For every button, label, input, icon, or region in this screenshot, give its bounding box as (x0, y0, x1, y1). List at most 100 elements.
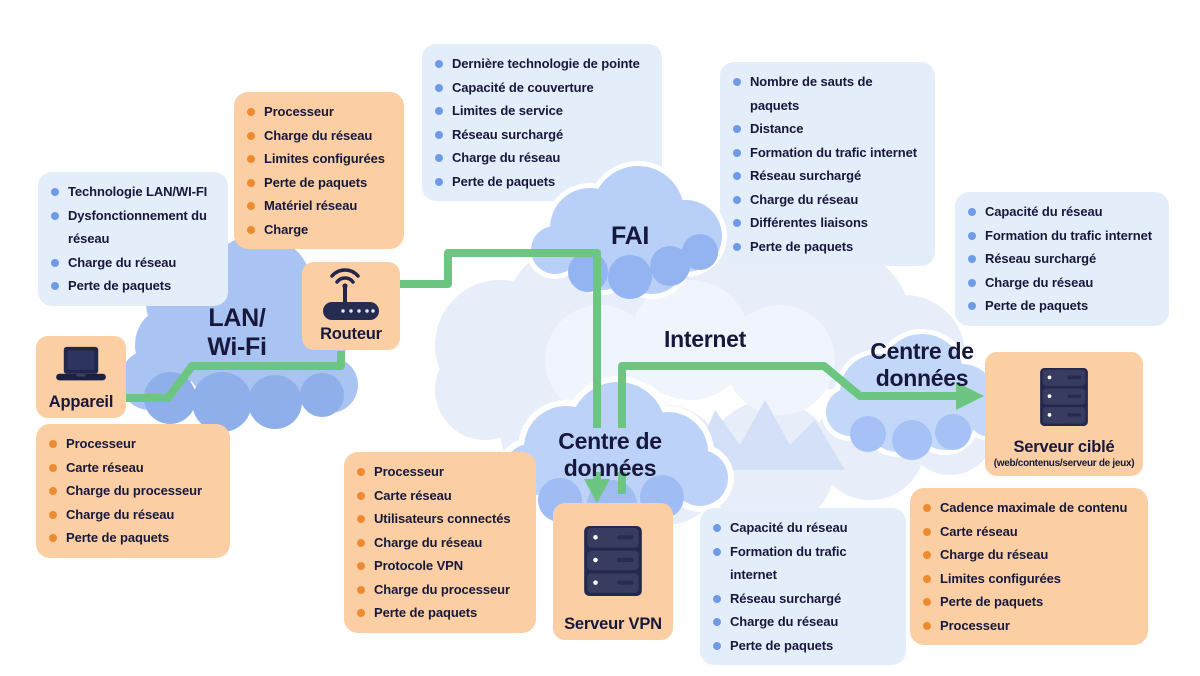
bullet-icon (733, 242, 741, 251)
lan-cloud-shape (120, 235, 358, 432)
factor-item: Capacité de couverture (435, 76, 649, 100)
bullet-icon (247, 202, 255, 210)
router-to-isp-line (400, 249, 601, 428)
factor-item-label: Carte réseau (66, 459, 144, 475)
fai-cloud-label: FAI (611, 222, 649, 250)
target-server-icon (1040, 368, 1088, 427)
bullet-icon (435, 83, 443, 92)
factor-item-label: Charge du réseau (68, 254, 177, 270)
factor-item-label: Charge du réseau (452, 150, 561, 165)
datacenter-mid-label: Centre de données (517, 428, 703, 481)
factor-item-label: Perte de paquets (66, 530, 170, 545)
factor-item: Perte de paquets (968, 294, 1156, 318)
factor-item: Charge du réseau (968, 271, 1156, 295)
bullet-icon (247, 225, 255, 234)
factor-item: Distance (733, 117, 922, 141)
factor-item-label: Capacité du réseau (730, 520, 848, 535)
bullet-icon (357, 468, 365, 476)
node-router: Routeur (302, 262, 400, 350)
node-device-label: Appareil (48, 392, 114, 411)
bullet-icon (49, 487, 57, 495)
bullet-icon (713, 524, 721, 532)
factor-item-label: Limites de service (452, 103, 563, 118)
node-device: Appareil (36, 336, 126, 418)
factor-item-label: Processeur (940, 617, 1010, 633)
factor-item: Charge du réseau (49, 503, 217, 527)
bullet-icon (357, 585, 365, 594)
factor-item: Réseau surchargé (713, 587, 893, 611)
factor-item-label: Charge du réseau (985, 274, 1094, 290)
factor-item: Perte de paquets (247, 171, 391, 195)
factor-item: Formation du trafic internet (733, 141, 922, 165)
factor-item-label: Perte de paquets (374, 605, 478, 620)
bullet-icon (51, 282, 59, 290)
bullet-icon (49, 534, 57, 542)
node-target-server: Serveur ciblé (web/contenus/serveur de j… (985, 352, 1143, 476)
factor-item: Processeur (49, 432, 217, 456)
factor-item: Protocole VPN (357, 554, 523, 578)
factor-item: Réseau surchargé (435, 123, 649, 147)
factor-item-label: Formation du trafic internet (985, 227, 1152, 243)
factor-item: Charge du réseau (357, 531, 523, 555)
factor-item: Cadence maximale de contenu (923, 496, 1135, 520)
bullet-icon (733, 172, 741, 180)
factor-item: Utilisateurs connectés (357, 507, 523, 531)
node-vpn-server: Serveur VPN (553, 503, 673, 640)
bullet-icon (713, 547, 721, 556)
factor-item: Charge du réseau (733, 188, 922, 212)
factor-list: Technologie LAN/WI-FI Dysfonctionnement d… (51, 180, 215, 298)
bullet-icon (357, 491, 365, 500)
right-arrow-icon (956, 382, 984, 410)
factor-item-label: Réseau surchargé (985, 251, 1097, 266)
factor-item: Réseau surchargé (968, 247, 1156, 271)
bullet-icon (435, 107, 443, 115)
bullet-icon (51, 258, 59, 267)
vpn-server-icon (584, 526, 642, 597)
bullet-icon (49, 440, 57, 448)
factor-item: Limites configurées (247, 147, 391, 171)
bullet-icon (923, 527, 931, 536)
bullet-icon (247, 178, 255, 187)
datacenter-right-label-line2: données (875, 364, 969, 391)
factor-item-label: Dysfonctionnement du réseau (68, 207, 207, 247)
datacenter-right-label-line1: Centre de (870, 338, 974, 364)
factor-item-label: Réseau surchargé (452, 126, 564, 142)
lan-cloud-label-line1: LAN/ (208, 304, 266, 332)
factor-item-label: Perte de paquets (452, 173, 556, 189)
factor-item-label: Charge du réseau (374, 534, 483, 550)
datacenter-right-label: Centre de données (838, 338, 1006, 391)
bullet-icon (713, 618, 721, 626)
factor-item-label: Distance (750, 121, 804, 136)
factor-item: Charge (247, 218, 391, 242)
bullet-icon (51, 188, 59, 196)
factor-item: Technologie LAN/WI-FI (51, 180, 215, 204)
factor-item-label: Perte de paquets (68, 278, 172, 293)
factor-item: Carte réseau (357, 484, 523, 508)
factor-item-label: Processeur (66, 436, 136, 451)
device-to-router-line (125, 351, 345, 402)
factor-item: Charge du réseau (923, 543, 1135, 567)
bullet-icon (247, 155, 255, 163)
factor-item-label: Capacité du réseau (985, 204, 1103, 219)
factor-box-lan-wifi: Technologie LAN/WI-FI Dysfonctionnement d… (38, 172, 228, 306)
factor-item: Carte réseau (49, 456, 217, 480)
bullet-icon (435, 177, 443, 186)
factor-item: Perte de paquets (357, 601, 523, 625)
factor-item: Dysfonctionnement du réseau (51, 204, 215, 251)
down-arrow-icon (584, 479, 610, 503)
bullet-icon (968, 302, 976, 310)
factor-item-label: Limites configurées (940, 570, 1061, 586)
factor-item: Dernière technologie de pointe (435, 52, 649, 76)
